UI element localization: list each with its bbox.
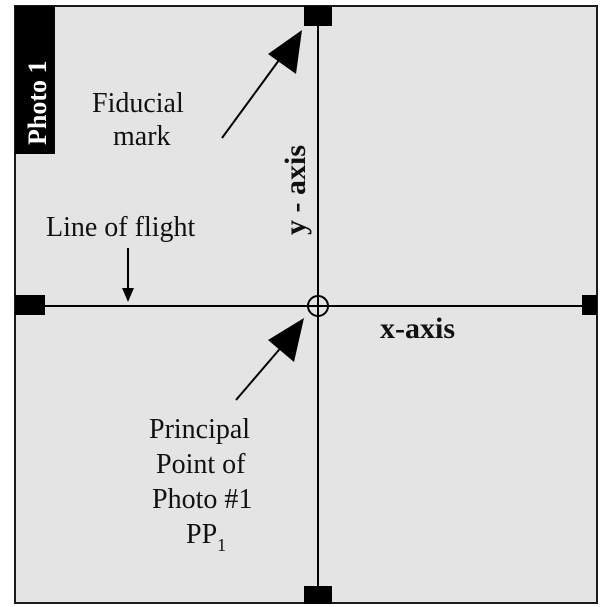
- fiducial-mark-top: [304, 6, 332, 26]
- pp-label-line2: Point of: [156, 449, 246, 480]
- fiducial-label-line1: Fiducial: [92, 88, 184, 119]
- pp-label-line3: Photo #1: [152, 484, 252, 515]
- photo-label: Photo 1: [23, 61, 52, 146]
- flight-label: Line of flight: [46, 212, 196, 243]
- photo-label-tab: [15, 6, 55, 154]
- fiducial-mark-left: [15, 295, 45, 315]
- x-axis-label: x-axis: [380, 312, 455, 345]
- principal-point-icon: [307, 295, 329, 317]
- photo-frame: [14, 5, 598, 604]
- pp-label-line1: Principal: [149, 414, 250, 445]
- fiducial-arrowhead-icon: [268, 30, 302, 74]
- fiducial-label-line2: mark: [113, 121, 171, 152]
- pp-symbol: PP: [186, 519, 217, 550]
- pp-subscript: 1: [217, 535, 226, 555]
- pp-arrowhead-icon: [268, 318, 304, 362]
- fiducial-mark-bottom: [304, 586, 332, 604]
- pp-arrow-shaft: [235, 343, 285, 401]
- y-axis-label: y - axis: [279, 145, 312, 235]
- flight-arrowhead-icon: [122, 288, 134, 302]
- fiducial-mark-right: [582, 295, 597, 315]
- pp-symbol-label: PP1: [186, 519, 226, 555]
- fiducial-arrow-shaft: [221, 55, 283, 139]
